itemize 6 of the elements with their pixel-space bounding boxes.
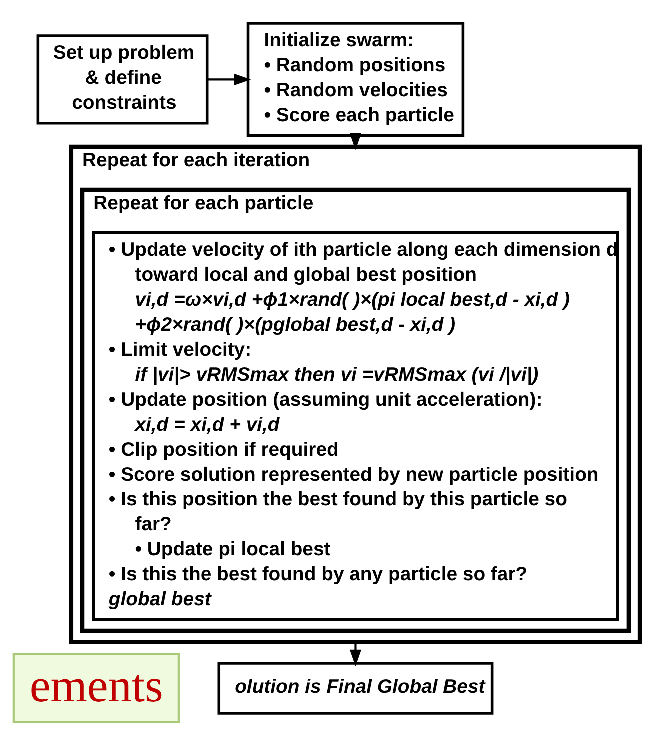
- arrow: [350, 642, 362, 666]
- arrow: [350, 132, 362, 150]
- node-box: olution is Final Global Best: [218, 662, 494, 714]
- arrow: [207, 73, 252, 86]
- node-box: Set up problem & define constraints: [36, 34, 209, 124]
- node-box: ements: [12, 652, 180, 723]
